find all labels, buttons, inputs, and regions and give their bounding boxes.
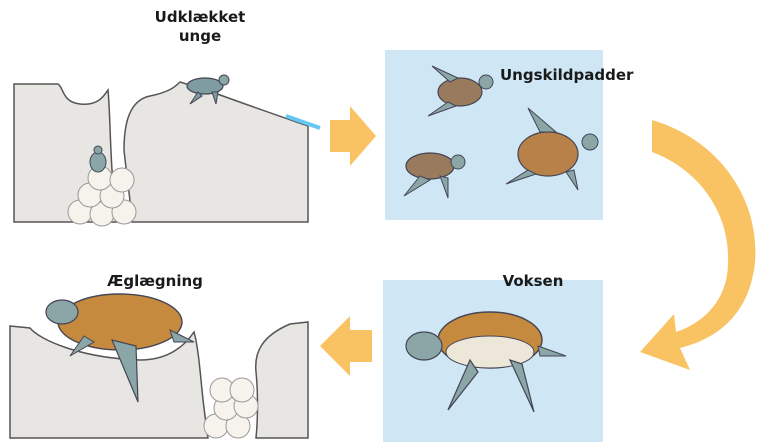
arrow-adult-to-egg-laying: [320, 316, 372, 376]
laid-egg-clutch: [204, 378, 258, 438]
egg-laying-scene: [10, 294, 308, 438]
stage-label-hatchling: Udklækket unge: [140, 8, 260, 46]
arrow-juveniles-to-adult: [640, 120, 755, 370]
arrow-hatchling-to-juveniles: [330, 106, 376, 166]
adult-scene: [383, 280, 603, 442]
stage-label-juveniles: Ungskildpadder: [500, 66, 660, 85]
stage-label-adult: Voksen: [478, 272, 588, 291]
stage-label-egg-laying: Æglægning: [90, 272, 220, 291]
hatchling-scene: [14, 75, 320, 226]
